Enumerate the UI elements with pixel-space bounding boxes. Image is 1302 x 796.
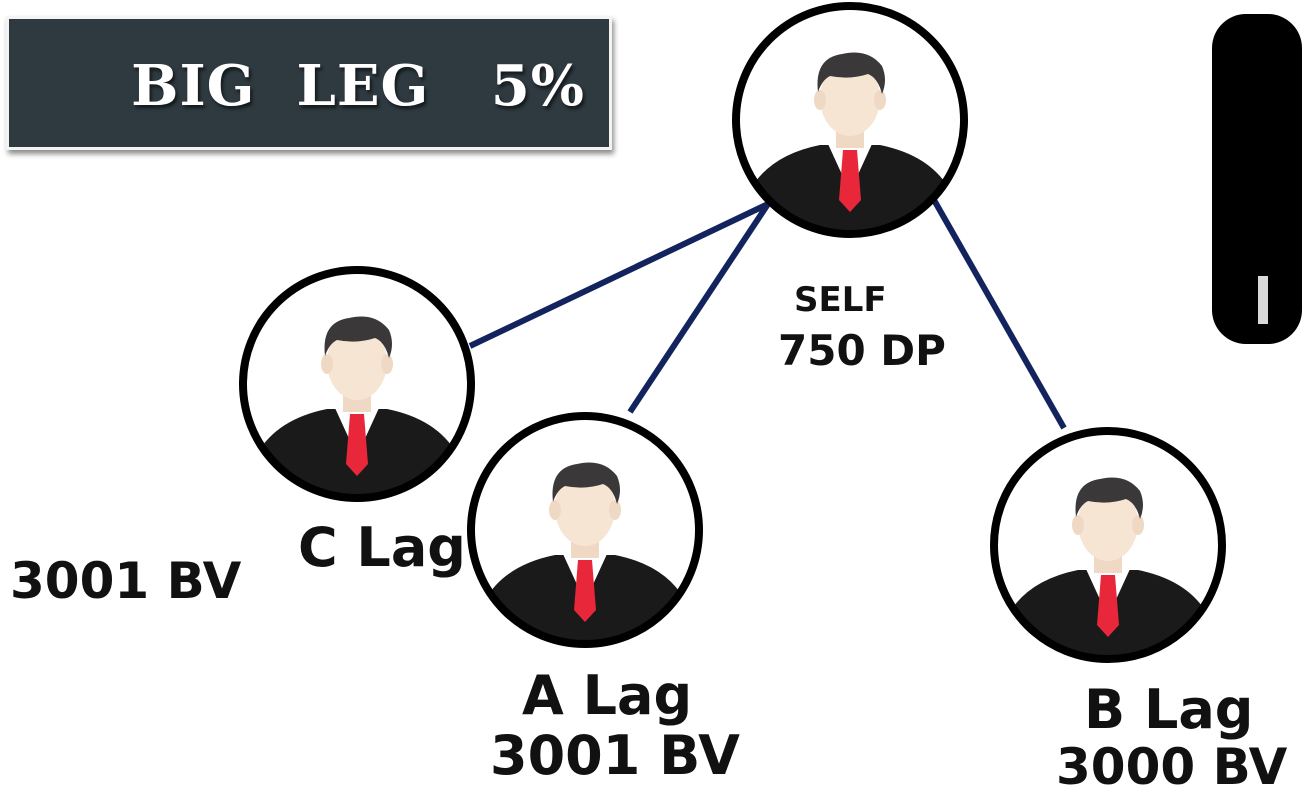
a-lag-avatar-icon <box>471 416 699 650</box>
connector-self-to-b <box>931 198 1067 430</box>
b-lag-value-label: 3000 BV <box>1056 738 1288 796</box>
banner-title: BIG LEG 5% <box>131 53 585 119</box>
c-lag-name-label: C Lag <box>298 516 466 579</box>
side-panel <box>1212 14 1302 344</box>
c-lag-avatar-icon <box>243 270 471 504</box>
c-lag-value-label: 3001 BV <box>10 552 242 610</box>
connector-self-to-a <box>627 202 771 414</box>
connector-self-to-c <box>468 201 770 349</box>
a-lag-value-label: 3001 BV <box>490 724 740 787</box>
side-panel-mark <box>1258 276 1268 324</box>
self-value-label: 750 DP <box>778 326 946 375</box>
a-lag-name-label: A Lag <box>522 664 693 727</box>
b-lag-avatar-icon <box>994 431 1222 665</box>
self-avatar-icon <box>736 6 964 240</box>
b-lag-name-label: B Lag <box>1084 678 1254 741</box>
big-leg-banner: BIG LEG 5% <box>6 16 612 150</box>
self-name-label: SELF <box>794 280 887 320</box>
tree-diagram <box>0 0 1266 795</box>
